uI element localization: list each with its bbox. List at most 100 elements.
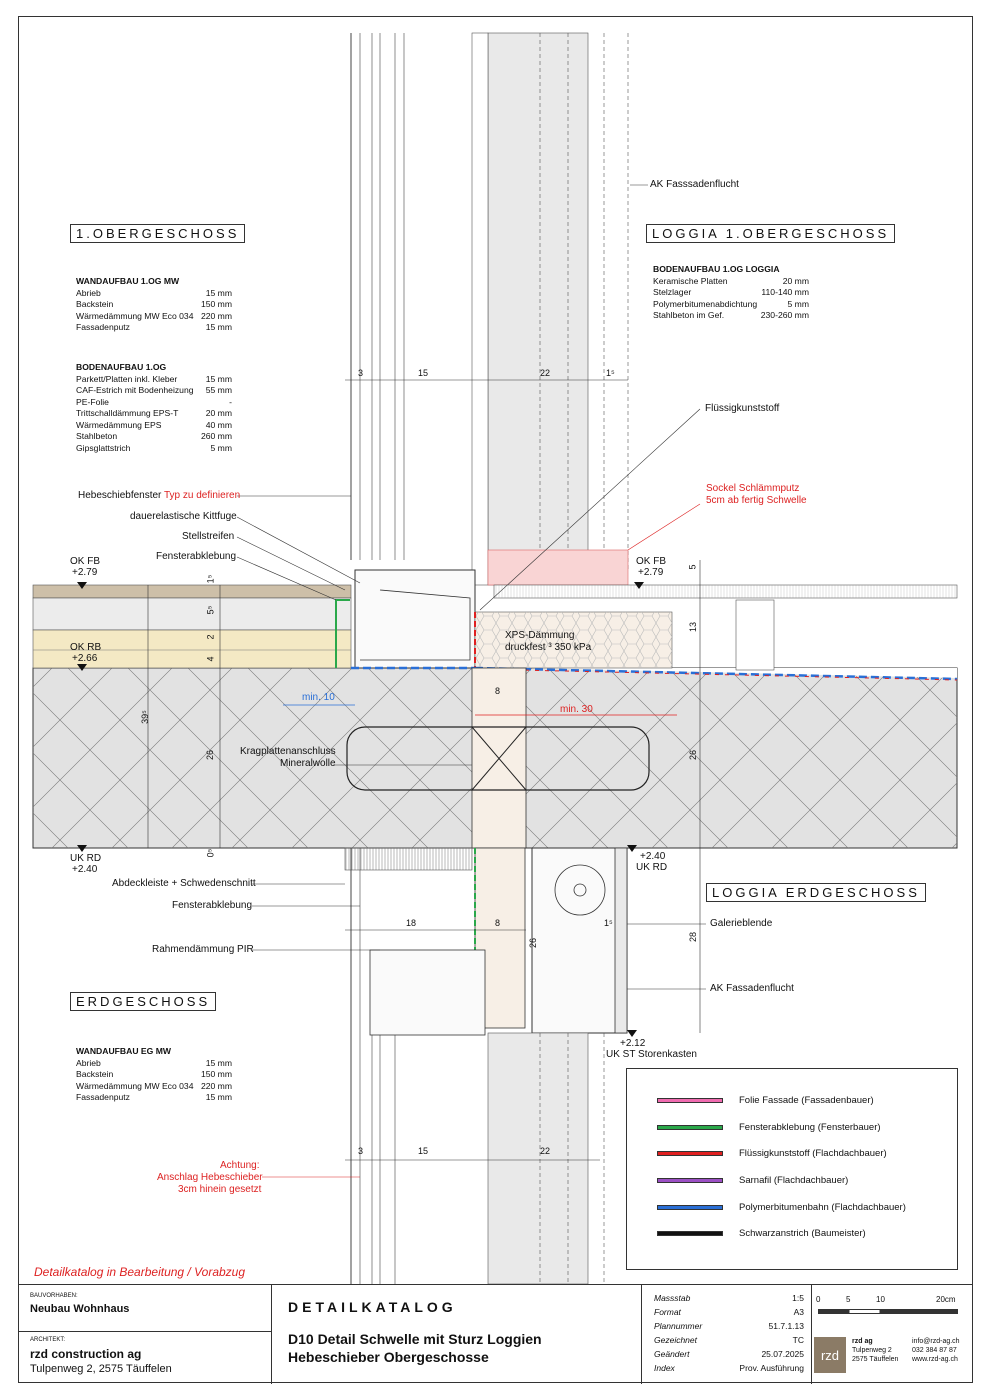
legend-label: Folie Fassade (Fassadenbauer) [739, 1095, 874, 1106]
drawing-frame [18, 16, 973, 1383]
scale-bar-line [818, 1309, 958, 1314]
spec-value: 15 mm [205, 1057, 232, 1068]
spec-value: 15 mm [205, 1092, 232, 1102]
meta-key: Massstab [654, 1293, 691, 1303]
dim-5: 5 [687, 564, 698, 570]
section-tag-loggia-eg: LOGGIA ERDGESCHOSS [706, 883, 926, 902]
meta-value: Prov. Ausführung [739, 1363, 804, 1373]
spec-item: Trittschalldämmung EPS-T [76, 408, 179, 418]
meta-key: Gezeichnet [654, 1335, 697, 1345]
meta-value: TC [792, 1335, 804, 1345]
spec-title: WANDAUFBAU 1.OG MW [76, 276, 180, 286]
spec-item: CAF-Estrich mit Bodenheizung [76, 385, 194, 395]
firm-web: www.rzd-ag.ch [912, 1356, 958, 1363]
legend-swatch [657, 1125, 723, 1130]
scale-tick-label: 5 [846, 1295, 851, 1304]
kragplatte-connector [346, 726, 650, 791]
firm-name: rzd ag [852, 1338, 873, 1345]
legend-label: Sarnafil (Flachdachbauer) [739, 1175, 849, 1186]
dim-top-15: 15 [418, 368, 429, 378]
dim-top-15s: 1⁵ [606, 368, 615, 378]
window-head-profile [369, 949, 486, 1036]
legend-item: Sarnafil (Flachdachbauer) [657, 1175, 848, 1186]
legend-swatch [657, 1205, 723, 1210]
firm-logo: rzd [814, 1337, 846, 1373]
window-sill-profile [354, 569, 476, 669]
dim-13: 13 [688, 621, 699, 633]
meta-row: Massstab 1:5 [654, 1291, 804, 1305]
spec-floor-og: BODENAUFBAU 1.OG Parkett/Platten inkl. K… [76, 362, 232, 454]
label-fensterabklebung-top: Fensterabklebung [156, 551, 237, 562]
spec-item: PE-Folie [76, 396, 109, 407]
firm-logo-text: rzd [820, 1347, 840, 1363]
spec-value: 15 mm [205, 322, 232, 332]
spec-value: - [229, 396, 232, 407]
label-hebeschiebe-text: Hebeschiebfenster [78, 490, 162, 501]
legend-label: Fensterabklebung (Fensterbauer) [739, 1122, 881, 1133]
firm-contact: info@rzd-ag.ch 032 384 87 87 www.rzd-ag.… [912, 1337, 960, 1364]
dim-top-3: 3 [358, 368, 364, 378]
label-rahmendaemmung: Rahmendämmung PIR [152, 944, 254, 955]
spec-item: Gipsglattstrich [76, 442, 131, 453]
label-ak-top: AK Fasssadenflucht [650, 179, 739, 190]
spec-value: 150 mm [200, 1069, 232, 1079]
level-okfb-right: OK FB [636, 556, 667, 567]
bauvorhaben-value: Neubau Wohnhaus [30, 1303, 130, 1315]
spec-value: 40 mm [205, 419, 232, 430]
label-typ: Typ zu definieren [164, 490, 241, 501]
dim-bottom-15: 15 [418, 1146, 429, 1156]
dim-4-small: 4 [205, 656, 216, 662]
spec-value: 15 mm [205, 373, 232, 384]
spec-item: Keramische Platten [653, 275, 728, 286]
spec-item: Stahlbeton [76, 431, 118, 441]
meta-key: Index [654, 1363, 675, 1373]
label-min30: min. 30 [560, 704, 593, 715]
firm-email: info@rzd-ag.ch [912, 1338, 960, 1345]
spec-title: WANDAUFBAU EG MW [76, 1046, 171, 1056]
construction-detail-drawing [32, 32, 958, 1284]
spec-item: Abrieb [76, 287, 101, 298]
label-xps-1: XPS-Dämmung [505, 630, 575, 641]
level-ukst-value: +2.12 [620, 1038, 646, 1049]
firm-address-1: Tulpenweg 2 [852, 1347, 892, 1354]
tb-project-cell: BAUVORHABEN: Neubau Wohnhaus ARCHITEKT: … [18, 1285, 272, 1384]
spec-item: Backstein [76, 1069, 114, 1079]
meta-key: Plannummer [654, 1321, 703, 1331]
detail-title-1: D10 Detail Schwelle mit Sturz Loggien [288, 1331, 542, 1347]
masonry-wall-lower [487, 1032, 589, 1284]
dim-15-lower: 1⁵ [604, 918, 613, 928]
spec-value: 260 mm [200, 431, 232, 441]
spec-item: Stahlbeton im Gef. [653, 310, 725, 320]
legend: Folie Fassade (Fassadenbauer) Fensterabk… [626, 1068, 958, 1270]
sockel-plaster [487, 549, 629, 586]
legend-item: Folie Fassade (Fassadenbauer) [657, 1095, 874, 1106]
detail-title-2: Hebeschieber Obergeschosse [288, 1349, 489, 1365]
meta-key: Geändert [654, 1349, 690, 1359]
label-fluessig: Flüssigkunststoff [705, 403, 780, 414]
legend-item: Flüssigkunststoff (Flachdachbauer) [657, 1148, 887, 1159]
meta-value: A3 [793, 1307, 804, 1317]
ceiling-plaster-lower [344, 847, 473, 871]
meta-value: 25.07.2025 [761, 1349, 804, 1359]
level-okfb-left: OK FB [70, 556, 101, 567]
spec-value: 55 mm [205, 385, 232, 395]
meta-value: 51.7.1.13 [768, 1321, 804, 1331]
spec-value: 150 mm [200, 299, 232, 309]
level-ukst: UK ST Storenkasten [606, 1049, 697, 1060]
label-krag-2: Mineralwolle [280, 758, 336, 769]
dim-26-lower: 26 [528, 937, 539, 949]
title-block: BAUVORHABEN: Neubau Wohnhaus ARCHITEKT: … [18, 1284, 973, 1384]
tb-divider [18, 1331, 272, 1332]
meta-row: Index Prov. Ausführung [654, 1361, 804, 1375]
spec-value: 15 mm [205, 287, 232, 298]
label-achtung-3: 3cm hinein gesetzt [178, 1184, 262, 1195]
legend-item: Fensterabklebung (Fensterbauer) [657, 1122, 881, 1133]
galerieblende [614, 847, 628, 1034]
meta-value: 1:5 [792, 1293, 804, 1303]
section-tag-og: 1.OBERGESCHOSS [70, 224, 246, 243]
label-achtung-2: Anschlag Hebeschieber [157, 1172, 263, 1183]
storenkasten [531, 847, 628, 1034]
pedestal [735, 599, 775, 671]
spec-value: 220 mm [200, 310, 232, 321]
dim-28: 28 [688, 931, 699, 943]
